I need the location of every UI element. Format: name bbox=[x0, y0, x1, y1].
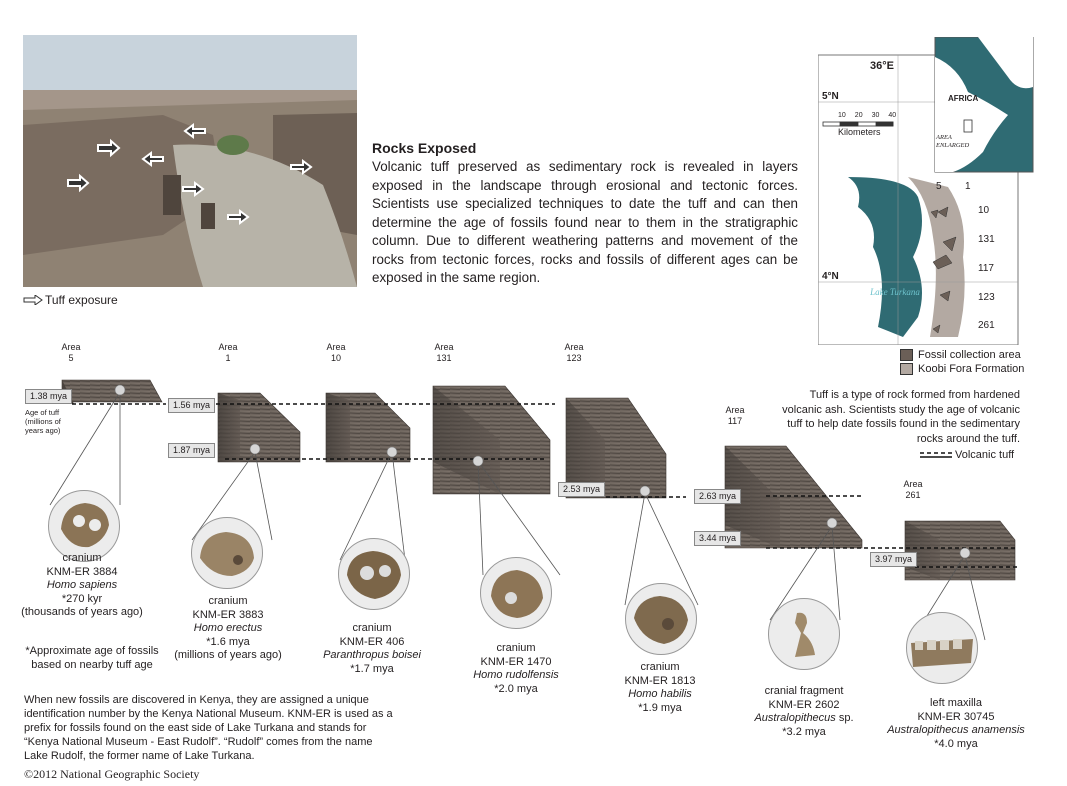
lake-turkana-map: 36°E 5°N 4°N 10 20 30 40 Kilometers ASIA… bbox=[817, 36, 1034, 346]
rock-block-area-117 bbox=[724, 445, 863, 549]
map-longitude-label: 36°E bbox=[870, 60, 894, 72]
tuff-date-3-97: 3.97 mya bbox=[870, 552, 918, 567]
map-latitude-label-4n: 4°N bbox=[822, 271, 839, 282]
map-area-117: 117 bbox=[978, 263, 994, 274]
map-area-261: 261 bbox=[978, 320, 995, 331]
inset-asia-label: ASIA bbox=[996, 56, 1013, 63]
lake-turkana-label: Lake Turkana bbox=[870, 287, 920, 297]
inset-africa-label: AFRICA bbox=[948, 94, 979, 103]
knm-er-footnote: When new fossils are discovered in Kenya… bbox=[24, 694, 393, 762]
legend-fossil-collection: Fossil collection area bbox=[900, 348, 1024, 362]
map-scale-unit: Kilometers bbox=[838, 127, 881, 137]
volcanic-tuff-line-icon bbox=[920, 452, 952, 458]
map-scale-ticks: 10 20 30 40 bbox=[838, 112, 897, 119]
tuff-exposure-arrow-icon bbox=[23, 295, 43, 305]
inset-area-enlarged-label: AREA ENLARGED bbox=[936, 134, 970, 149]
rock-block-area-261 bbox=[904, 520, 1016, 581]
tuff-date-2-53: 2.53 mya bbox=[558, 482, 606, 497]
map-area-131: 131 bbox=[978, 234, 995, 245]
koobi-fora-swatch bbox=[900, 363, 913, 375]
fossil-image-knm-er-406 bbox=[338, 538, 410, 610]
map-legend: Fossil collection area Koobi Fora Format… bbox=[900, 348, 1024, 376]
fossil-image-knm-er-3884 bbox=[48, 490, 120, 562]
map-area-123: 123 bbox=[978, 292, 995, 303]
tuff-date-3-44: 3.44 mya bbox=[694, 531, 742, 546]
rock-block-area-10 bbox=[325, 392, 411, 463]
legend-koobi-fora: Koobi Fora Formation bbox=[900, 362, 1024, 376]
fossil-image-knm-er-30745 bbox=[906, 612, 978, 684]
tuff-exposure-label: Tuff exposure bbox=[45, 293, 118, 307]
fossil-image-knm-er-2602 bbox=[768, 598, 840, 670]
map-area-10: 10 bbox=[978, 205, 990, 216]
connector-lines bbox=[49, 391, 986, 641]
rock-block-area-123 bbox=[565, 397, 667, 499]
page-title: Rocks Exposed bbox=[372, 140, 477, 156]
copyright: ©2012 National Geographic Society bbox=[24, 767, 200, 781]
tuff-definition: Tuff is a type of rock formed from harde… bbox=[782, 389, 1020, 445]
map-latitude-label-5n: 5°N bbox=[822, 91, 839, 102]
fossil-image-knm-er-1813 bbox=[625, 583, 697, 655]
tuff-date-1-56: 1.56 mya bbox=[168, 398, 216, 413]
rock-block-area-131 bbox=[432, 385, 551, 495]
fossil-image-knm-er-1470 bbox=[480, 557, 552, 629]
tuff-exposure-legend: Tuff exposure bbox=[23, 293, 118, 307]
map-area-1: 1 bbox=[965, 181, 971, 192]
fossil-collection-swatch bbox=[900, 349, 913, 361]
tuff-lines bbox=[72, 403, 1018, 568]
rock-block-area-1 bbox=[217, 392, 301, 463]
tuff-date-1-38: 1.38 mya bbox=[25, 389, 73, 404]
landscape-illustration bbox=[23, 35, 357, 287]
tuff-date-2-63: 2.63 mya bbox=[694, 489, 742, 504]
approximate-age-note: *Approximate age of fossils based on nea… bbox=[25, 645, 159, 671]
rock-block-area-5 bbox=[61, 379, 163, 404]
map-area-5: 5 bbox=[936, 181, 942, 192]
tuff-date-1-87: 1.87 mya bbox=[168, 443, 216, 458]
volcanic-tuff-legend: Volcanic tuff bbox=[920, 449, 1014, 461]
fossil-markers bbox=[114, 384, 971, 559]
fossil-image-knm-er-3883 bbox=[191, 517, 263, 589]
intro-paragraph: Volcanic tuff preserved as sedimentary r… bbox=[372, 159, 798, 285]
age-of-tuff-note: Age of tuff (millions of years ago) bbox=[25, 408, 61, 435]
